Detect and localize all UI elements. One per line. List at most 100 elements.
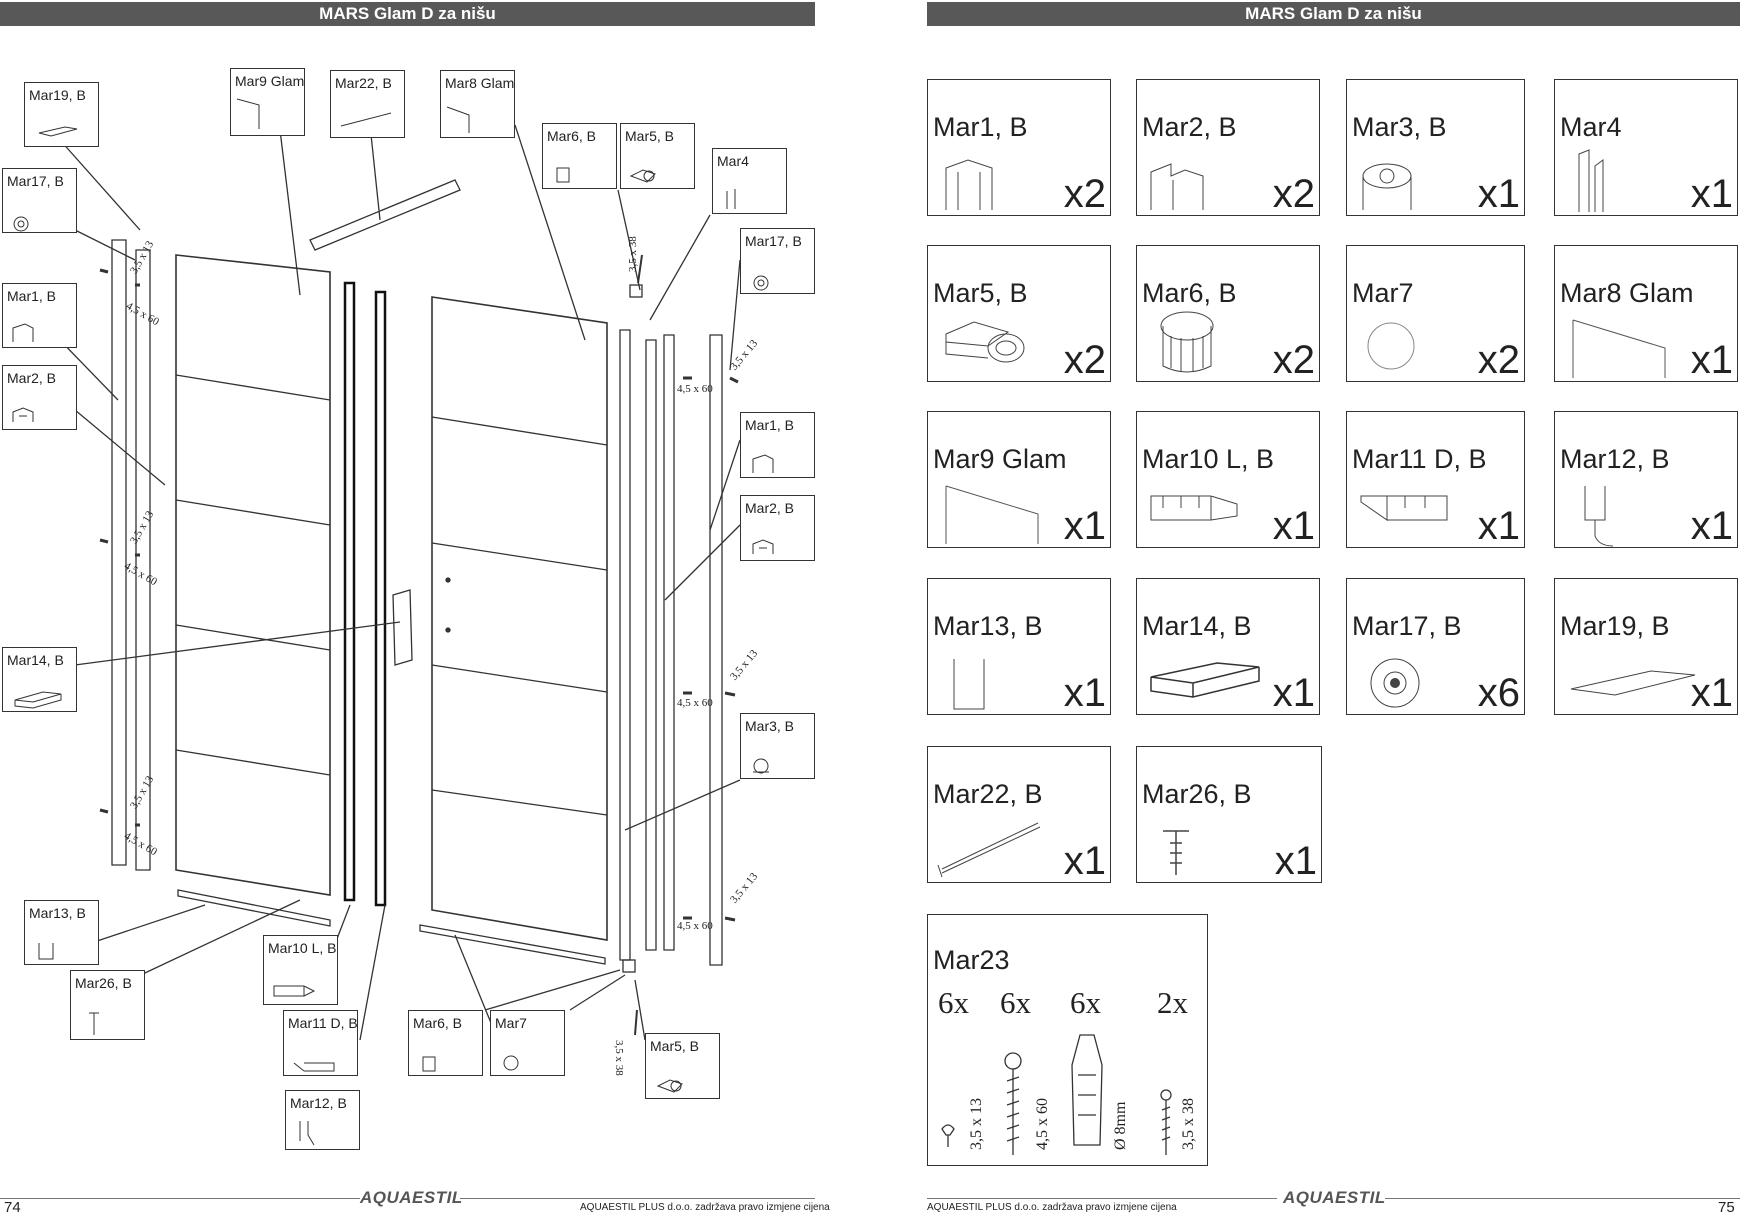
mar17-icon xyxy=(1370,658,1420,708)
left-page-header: MARS Glam D za nišu xyxy=(0,2,815,26)
callout-mar13: Mar13, B xyxy=(24,900,99,965)
mar12-icon xyxy=(299,1121,315,1146)
mar23-label-2: 4,5 x 60 xyxy=(1034,1098,1051,1150)
callout-mar10: Mar10 L, B xyxy=(263,935,338,1005)
mar23-count-1: 6x xyxy=(938,985,969,1020)
mar10-icon xyxy=(1150,495,1238,521)
callout-mar6-bottom: Mar6, B xyxy=(408,1010,483,1076)
mar9-icon xyxy=(236,98,260,129)
mar11-icon xyxy=(293,1062,335,1072)
callout-mar17: Mar17, B xyxy=(2,168,77,233)
mar13-icon xyxy=(953,659,985,710)
left-footer-text: AQUAESTIL PLUS d.o.o. zadržava pravo izm… xyxy=(580,1202,830,1213)
dim-label: 3,5 x 38 xyxy=(613,1040,625,1076)
mar7-icon xyxy=(503,1055,519,1071)
callout-mar12: Mar12, B xyxy=(285,1090,360,1150)
callout-mar4: Mar4 xyxy=(712,148,787,214)
callout-mar2: Mar2, B xyxy=(2,365,77,430)
callout-mar5-bottom: Mar5, B xyxy=(645,1033,720,1099)
dim-label: 4,5 x 60 xyxy=(677,383,713,395)
callout-mar3: Mar3, B xyxy=(740,713,815,779)
mar22-icon xyxy=(937,822,1041,878)
right-footer-text: AQUAESTIL PLUS d.o.o. zadržava pravo izm… xyxy=(927,1202,1177,1213)
mar4-icon xyxy=(1578,149,1604,212)
mar19-icon xyxy=(38,126,78,137)
callout-mar1-right: Mar1, B xyxy=(740,412,815,478)
callout-mar7: Mar7 xyxy=(490,1010,565,1076)
callout-mar17-right: Mar17, B xyxy=(740,228,815,294)
left-logo: AQUAESTIL xyxy=(360,1188,463,1207)
callout-mar19: Mar19, B xyxy=(24,82,99,147)
left-page-number: 74 xyxy=(4,1199,21,1216)
mar4-icon xyxy=(726,189,736,209)
callout-mar5: Mar5, B xyxy=(620,123,695,189)
mar12-icon xyxy=(1584,486,1614,547)
mar14-icon xyxy=(14,691,62,709)
screws-icon xyxy=(941,1034,1172,1155)
right-page-header: MARS Glam D za nišu xyxy=(927,2,1740,26)
mar8-icon xyxy=(446,106,470,133)
dim-label: 3,5 x 38 xyxy=(627,236,639,272)
mar13-icon xyxy=(38,943,54,960)
left-footer-line xyxy=(0,1198,360,1199)
mar9-icon xyxy=(945,485,1039,544)
callout-mar11: Mar11 D, B xyxy=(283,1010,358,1076)
mar1-icon xyxy=(945,159,993,210)
callout-mar26: Mar26, B xyxy=(70,970,145,1040)
callout-mar6: Mar6, B xyxy=(542,123,617,189)
mar23-label-3: Ø 8mm xyxy=(1112,1101,1129,1150)
right-logo: AQUAESTIL xyxy=(1283,1188,1386,1207)
mar6-icon xyxy=(556,167,570,183)
mar17-icon xyxy=(13,216,29,232)
right-footer-line-right xyxy=(1385,1198,1740,1199)
mar3-icon xyxy=(753,758,769,774)
mar10-icon xyxy=(273,985,316,997)
mar23-count-4: 2x xyxy=(1157,985,1188,1020)
callout-mar1: Mar1, B xyxy=(2,283,77,348)
mar6-icon xyxy=(422,1056,436,1072)
exploded-assembly-diagram xyxy=(54,124,741,1046)
part-mar23: Mar23 xyxy=(927,914,1208,1166)
mar5-icon xyxy=(656,1079,683,1093)
mar17-icon xyxy=(753,275,769,291)
mar23-count-2: 6x xyxy=(1000,985,1031,1020)
mar26-icon xyxy=(89,1012,99,1035)
mar23-label-4: 3,5 x 38 xyxy=(1180,1098,1197,1150)
callout-mar14: Mar14, B xyxy=(2,647,77,712)
mar8-icon xyxy=(1572,319,1666,378)
callout-mar22: Mar22, B xyxy=(330,70,405,138)
mar7-icon xyxy=(1367,322,1415,370)
mar5-icon xyxy=(945,321,1025,363)
right-page-number: 75 xyxy=(1718,1199,1735,1216)
mar11-icon xyxy=(1360,495,1448,521)
mar3-icon xyxy=(1362,163,1412,210)
mar1-icon xyxy=(752,454,774,473)
mar2-icon xyxy=(12,407,34,422)
mar1-icon xyxy=(12,323,34,342)
right-footer-line xyxy=(927,1198,1277,1199)
callout-mar2-right: Mar2, B xyxy=(740,495,815,561)
mar6-icon xyxy=(1160,311,1214,373)
mar26-icon xyxy=(1163,830,1189,875)
mar2-icon xyxy=(1150,163,1204,210)
left-footer-line-right xyxy=(460,1198,815,1199)
mar23-label-1: 3,5 x 13 xyxy=(968,1098,985,1150)
